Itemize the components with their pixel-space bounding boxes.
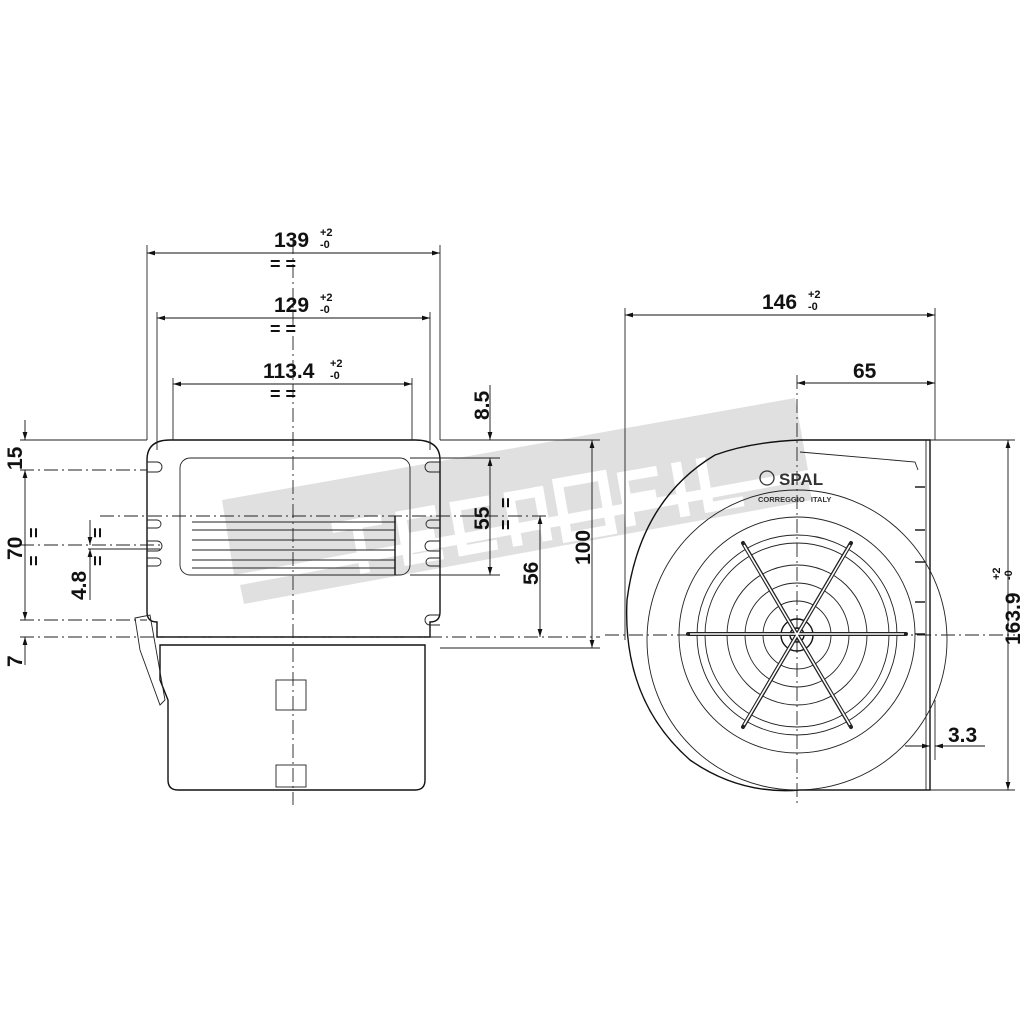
flange-tabs <box>915 440 927 790</box>
dim-7: 7 <box>4 655 27 667</box>
spal-logo-icon <box>759 470 775 486</box>
symmetry-mark: = = <box>270 384 296 404</box>
tol-minus: -0 <box>808 301 818 313</box>
clip-bottom <box>275 764 307 788</box>
symmetry-mark: = <box>24 555 44 566</box>
blower-housing <box>146 439 441 638</box>
symmetry-mark: = <box>496 497 516 508</box>
tol-plus: +2 <box>320 227 333 239</box>
scroll-inner <box>646 489 948 791</box>
dim-15: 15 <box>4 446 27 470</box>
symmetry-mark: = <box>24 527 44 538</box>
dim-129: 129 <box>274 294 309 317</box>
dim-4-8: 4.8 <box>68 570 91 600</box>
symmetry-mark: = <box>496 519 516 530</box>
symmetry-mark: = = <box>270 319 296 339</box>
tol-minus: -0 <box>320 304 330 316</box>
mounting-slots <box>147 461 440 626</box>
watermark <box>222 398 812 604</box>
tol-minus: -0 <box>320 239 330 251</box>
dim-8-5: 8.5 <box>471 390 494 420</box>
tol-plus: +2 <box>330 358 343 370</box>
impeller-blades <box>192 516 396 575</box>
dim-163-9: 163.9 <box>1002 592 1024 645</box>
clip-top <box>275 679 307 711</box>
front-view: SPAL CORREGGIO ITALY 146 +2 -0 65 163.9 … <box>605 289 1024 805</box>
dim-3-3: 3.3 <box>948 724 977 747</box>
dim-113-4: 113.4 <box>263 360 315 383</box>
spal-logo: SPAL CORREGGIO ITALY <box>758 470 831 504</box>
tol-minus: -0 <box>330 370 340 382</box>
symmetry-mark: = = <box>270 254 296 274</box>
dim-65: 65 <box>853 360 877 383</box>
dim-139: 139 <box>274 229 309 252</box>
dim-70: 70 <box>4 537 27 560</box>
tol-minus: -0 <box>1003 570 1015 580</box>
tol-plus: +2 <box>320 292 333 304</box>
tol-plus: +2 <box>808 289 821 301</box>
symmetry-mark: = <box>88 527 108 538</box>
dim-56: 56 <box>520 562 543 585</box>
scroll-housing <box>625 439 931 792</box>
inlet-ring <box>678 516 916 754</box>
watermark-letter-blocks <box>331 457 745 574</box>
dim-100: 100 <box>572 530 595 565</box>
brand-location: CORREGGIO ITALY <box>758 495 831 504</box>
symmetry-mark: = <box>88 555 108 566</box>
tol-plus: +2 <box>991 567 1003 580</box>
grille-spokes <box>686 541 908 729</box>
motor-body <box>159 644 426 791</box>
side-view: 139 +2 -0 = = 129 +2 -0 = = 113.4 +2 -0 … <box>4 227 600 805</box>
dim-55: 55 <box>471 506 494 530</box>
brand-text: SPAL <box>779 470 823 489</box>
outlet-window <box>179 457 411 576</box>
dim-146: 146 <box>762 291 797 314</box>
connector <box>134 614 166 706</box>
